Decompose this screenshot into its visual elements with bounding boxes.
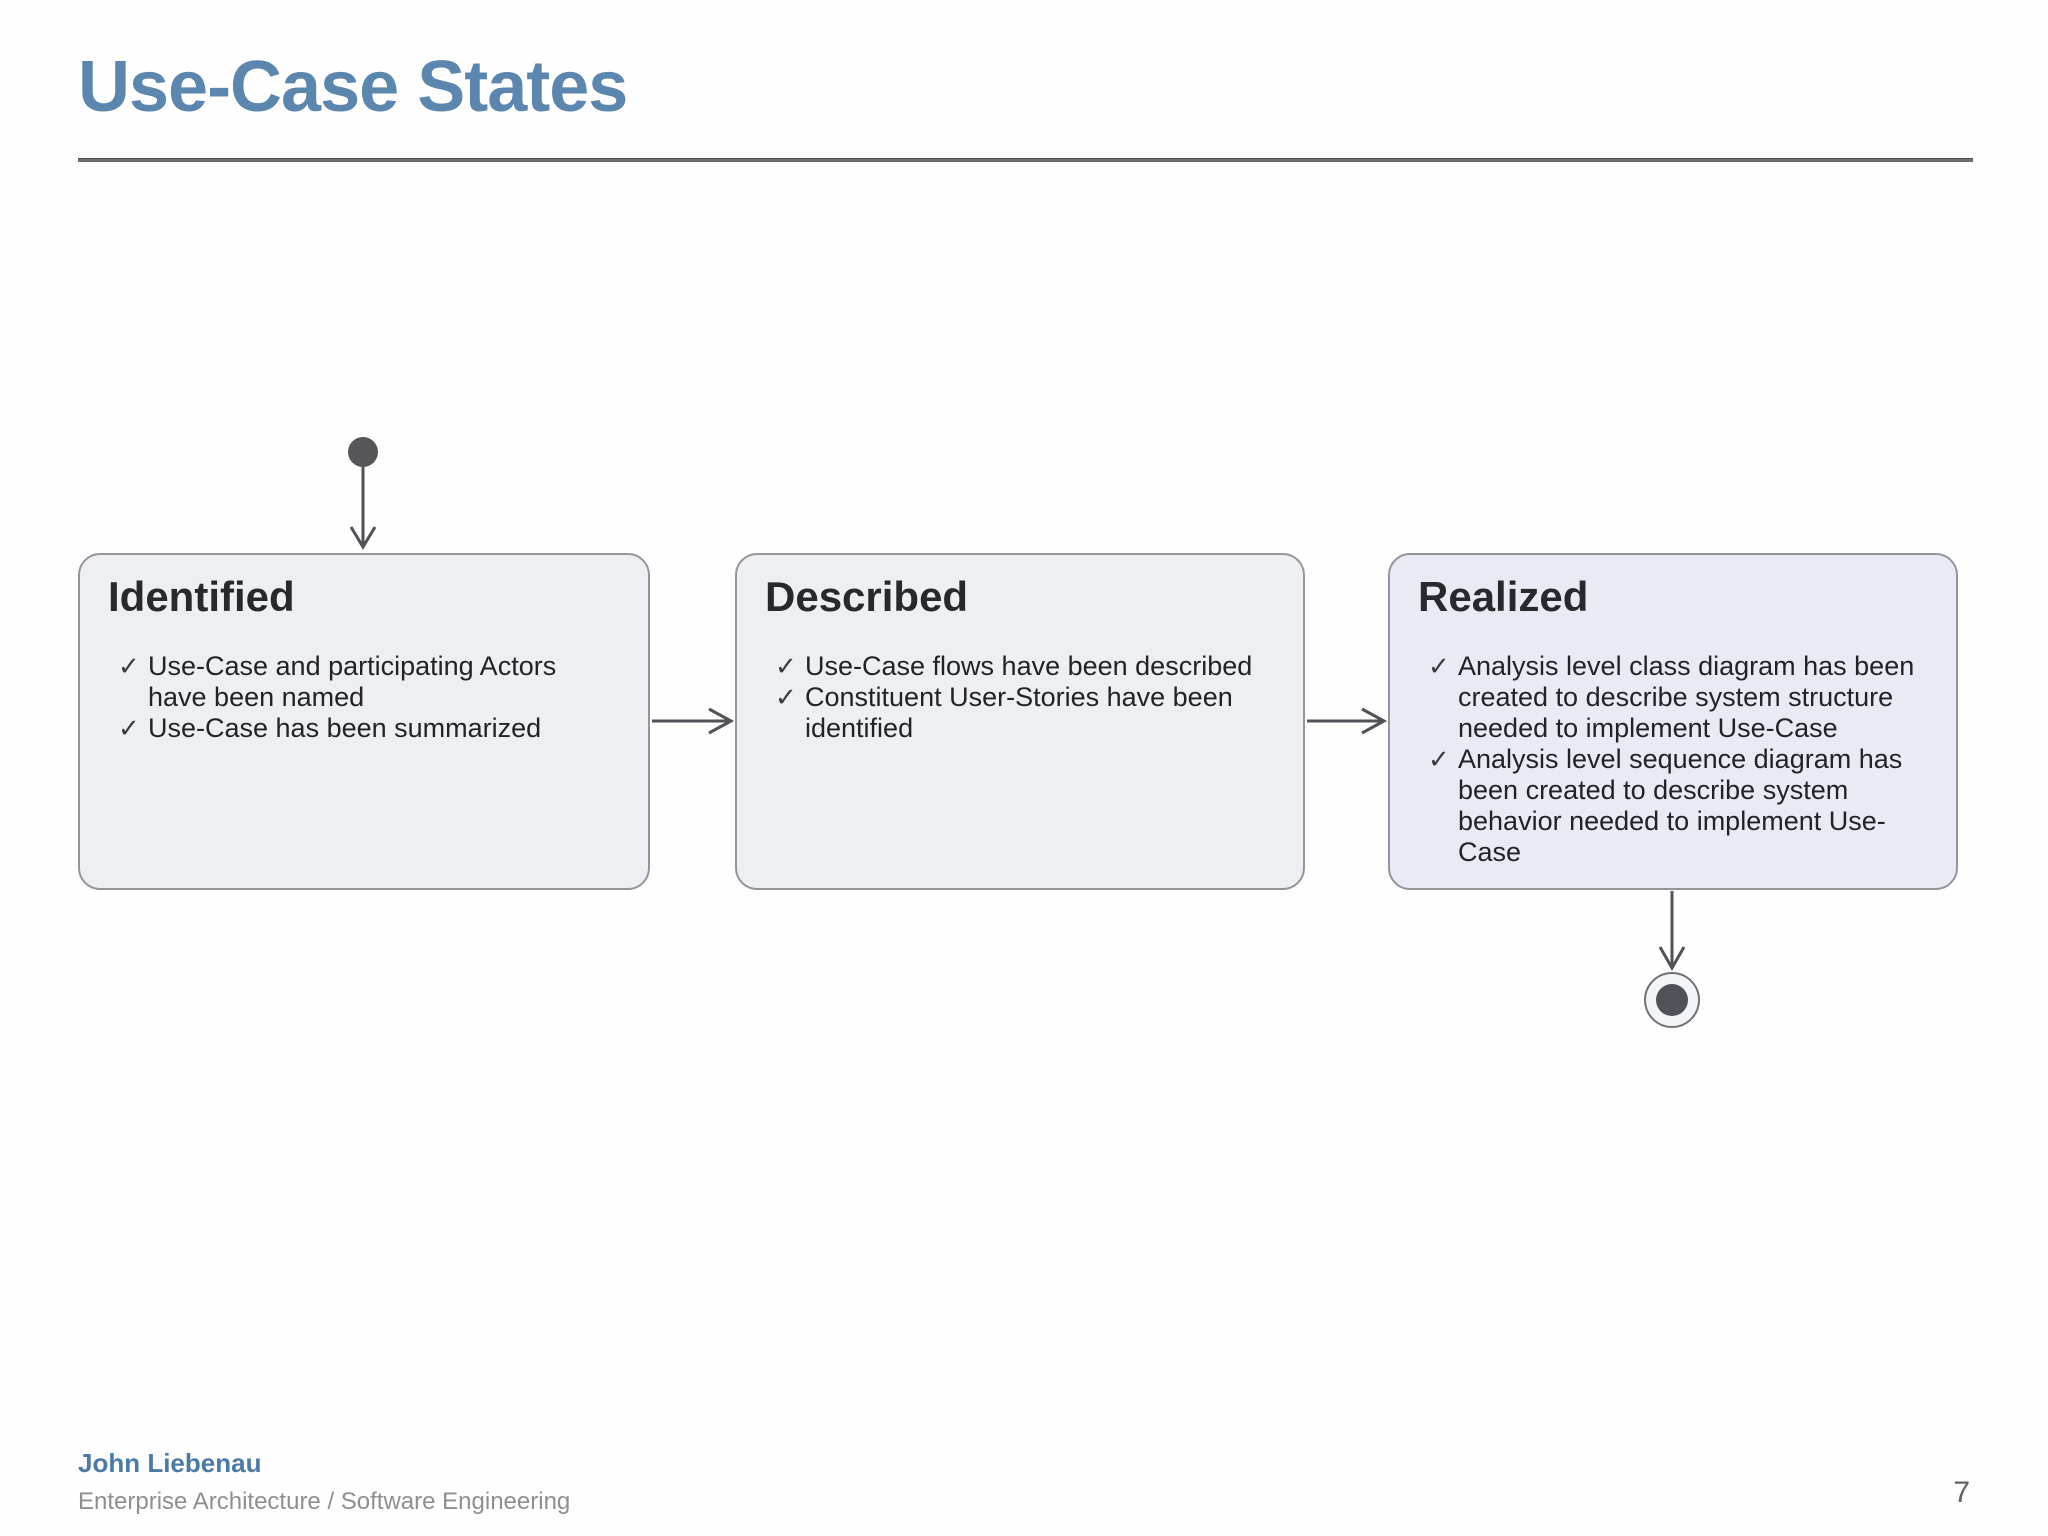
state-checklist: ✓ Use-Case flows have been described ✓ C… xyxy=(765,651,1285,744)
checklist-item-text: Use-Case and participating Actors have b… xyxy=(148,651,557,712)
arrowhead-icon xyxy=(1658,946,1686,972)
checklist-item-text: Use-Case has been summarized xyxy=(148,713,542,743)
checkmark-icon: ✓ xyxy=(118,651,140,681)
checklist-item: ✓ Analysis level sequence diagram has be… xyxy=(1418,744,1938,868)
final-state-icon xyxy=(1644,972,1700,1028)
state-checklist: ✓ Use-Case and participating Actors have… xyxy=(108,651,630,744)
state-box-realized: Realized ✓ Analysis level class diagram … xyxy=(1388,553,1958,890)
final-state-inner-dot xyxy=(1656,984,1688,1016)
initial-state-icon xyxy=(348,437,378,467)
arrowhead-icon xyxy=(708,707,735,735)
checkmark-icon: ✓ xyxy=(1428,744,1450,774)
title-divider xyxy=(78,158,1973,162)
footer-subtitle: Enterprise Architecture / Software Engin… xyxy=(78,1488,571,1515)
checkmark-icon: ✓ xyxy=(1428,651,1450,681)
checklist-item: ✓ Analysis level class diagram has been … xyxy=(1418,651,1938,744)
checklist-item-text: Use-Case flows have been described xyxy=(805,651,1253,681)
state-title-realized: Realized xyxy=(1418,573,1589,620)
state-checklist: ✓ Analysis level class diagram has been … xyxy=(1418,651,1938,868)
state-title-described: Described xyxy=(765,573,969,620)
state-title-identified: Identified xyxy=(108,573,295,620)
checklist-item-text: Constituent User-Stories have been ident… xyxy=(805,682,1233,743)
checklist-item: ✓ Use-Case has been summarized xyxy=(108,713,630,744)
arrowhead-icon xyxy=(1361,707,1388,735)
page-title: Use-Case States xyxy=(78,47,628,127)
checkmark-icon: ✓ xyxy=(775,651,797,681)
state-box-identified: Identified ✓ Use-Case and participating … xyxy=(78,553,650,890)
checklist-item-text: Analysis level class diagram has been cr… xyxy=(1458,651,1915,743)
checkmark-icon: ✓ xyxy=(118,713,140,743)
checklist-item: ✓ Use-Case flows have been described xyxy=(765,651,1285,682)
state-box-described: Described ✓ Use-Case flows have been des… xyxy=(735,553,1305,890)
page-number: 7 xyxy=(1953,1476,1970,1509)
checklist-item-text: Analysis level sequence diagram has been… xyxy=(1458,744,1903,867)
checklist-item: ✓ Use-Case and participating Actors have… xyxy=(108,651,630,713)
checkmark-icon: ✓ xyxy=(775,682,797,712)
arrowhead-icon xyxy=(349,526,377,550)
checklist-item: ✓ Constituent User-Stories have been ide… xyxy=(765,682,1285,744)
footer-author: John Liebenau xyxy=(78,1448,262,1478)
